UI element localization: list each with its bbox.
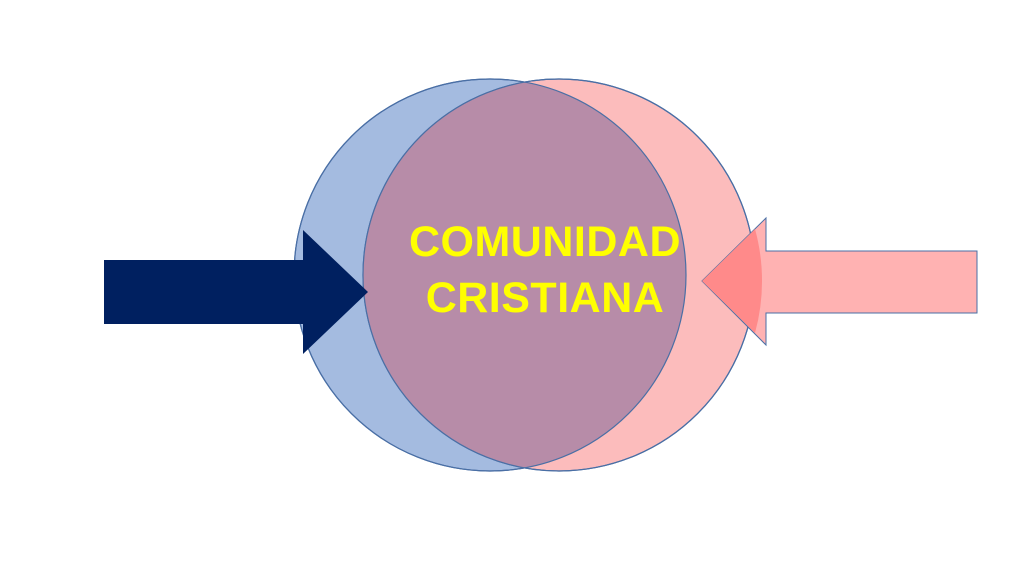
title-line-1: COMUNIDAD: [408, 218, 682, 266]
left-arrow-icon: [104, 230, 368, 354]
right-arrow-icon: [701, 216, 978, 347]
title-line-2: CRISTIANA: [425, 274, 665, 322]
diagram-title: COMUNIDAD CRISTIANA: [300, 214, 790, 326]
overlap-region: [363, 79, 686, 471]
right-arrow-tip-overlap: [702, 229, 763, 333]
